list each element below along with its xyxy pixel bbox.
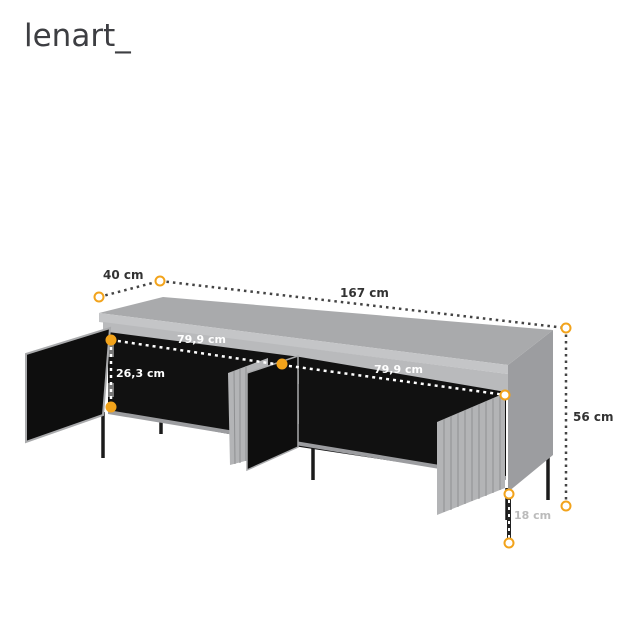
- side-panel: [508, 330, 553, 492]
- left-door: [25, 326, 112, 444]
- compartment-width-right-label: 79,9 cm: [374, 363, 423, 376]
- middle-door-panel: [246, 354, 299, 472]
- depth-label: 40 cm: [103, 268, 144, 282]
- compartment-width-left-label: 79,9 cm: [177, 333, 226, 346]
- brand-logo: lenart_: [24, 18, 131, 54]
- top-surface: [99, 297, 553, 365]
- leg-height-label: 18 cm: [514, 509, 551, 522]
- top-front-edge: [99, 313, 508, 374]
- right-door: [437, 393, 505, 515]
- drawer-rail: [103, 322, 508, 392]
- compartment-height-label: 26,3 cm: [116, 367, 165, 380]
- interior-floor-edge: [108, 410, 506, 480]
- cabinet: [25, 297, 553, 515]
- height-label: 56 cm: [573, 410, 614, 424]
- dimension-markers: [93, 275, 572, 549]
- width-label: 167 cm: [340, 286, 389, 300]
